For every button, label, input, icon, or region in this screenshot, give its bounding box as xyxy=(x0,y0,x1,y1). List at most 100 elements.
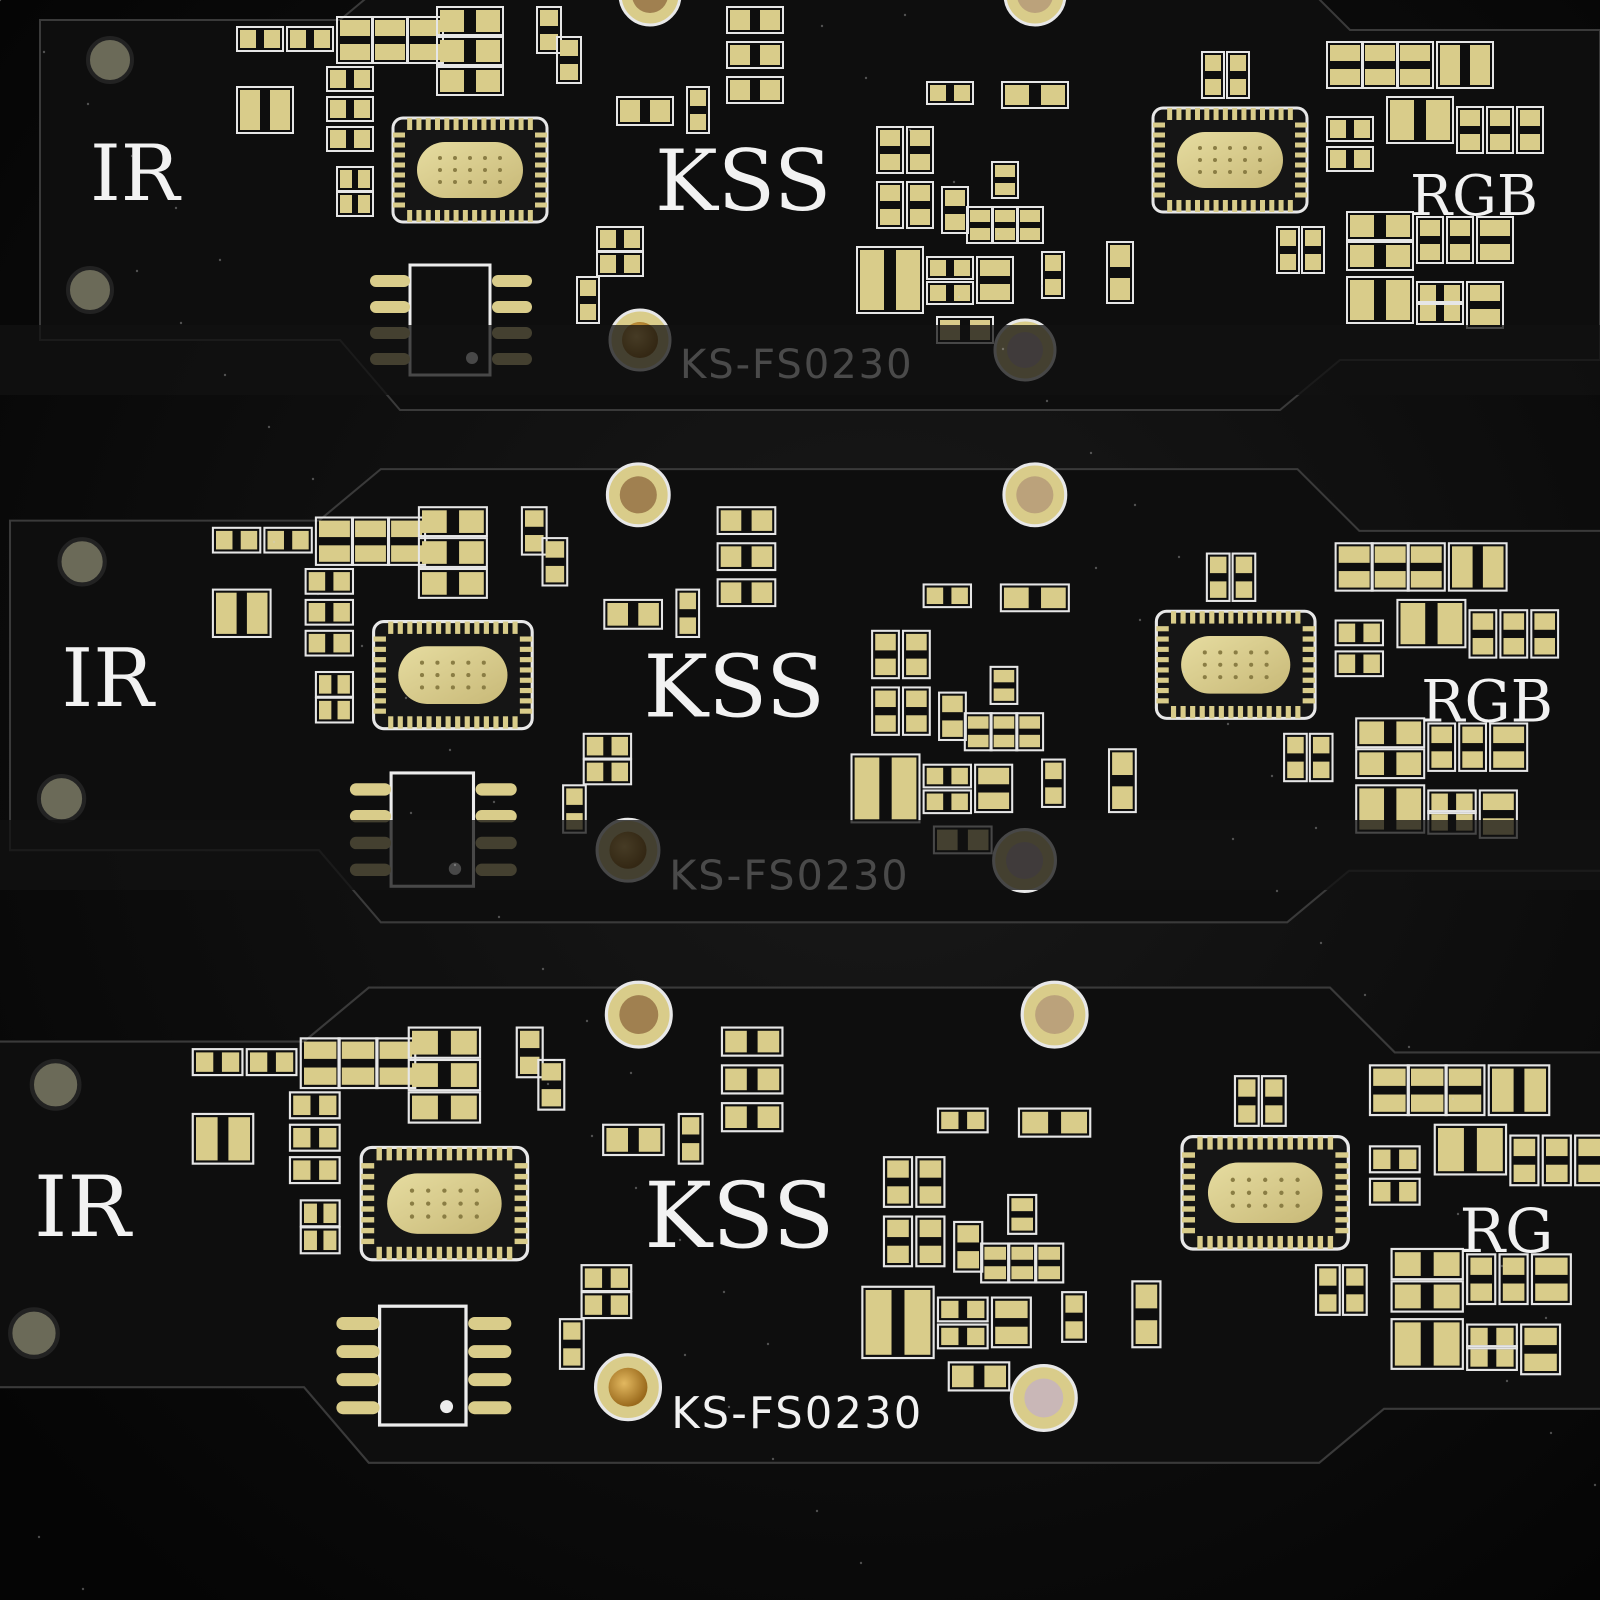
smd-passive xyxy=(989,665,1019,705)
thermal-via xyxy=(498,180,502,184)
component-silk xyxy=(1396,41,1434,89)
component-pad xyxy=(1534,613,1555,630)
smd-passive xyxy=(580,1264,633,1293)
component-pad xyxy=(980,284,1010,300)
component-pad xyxy=(682,1117,700,1135)
smd-passive xyxy=(616,96,674,126)
component-pad xyxy=(624,230,640,248)
dust-speck xyxy=(1544,1316,1548,1320)
component-pad xyxy=(1438,1128,1464,1172)
chip-pin xyxy=(1335,1173,1349,1180)
component-pad xyxy=(1350,215,1374,237)
component-pad xyxy=(308,633,326,653)
component-silk xyxy=(915,1156,946,1208)
thermal-via xyxy=(426,1201,431,1206)
qfn-chip-right xyxy=(1154,609,1317,720)
chip-pin xyxy=(361,1238,375,1245)
component-pad xyxy=(1374,571,1406,588)
dust-speck xyxy=(37,1535,41,1539)
component-pad xyxy=(1110,278,1130,300)
component-pad xyxy=(606,1128,628,1152)
component-pad xyxy=(391,545,422,562)
chip-pin xyxy=(1232,200,1238,212)
smd-passive xyxy=(1346,211,1414,241)
chip-pin xyxy=(1167,108,1173,120)
component-pad xyxy=(1338,571,1370,588)
component-silk xyxy=(1416,281,1464,305)
chip-pin xyxy=(396,1246,402,1260)
dust-speck xyxy=(1094,566,1098,570)
component-pad xyxy=(1330,120,1346,138)
component-pad xyxy=(1462,751,1483,768)
soic-pad xyxy=(475,783,517,796)
component-pad xyxy=(1386,280,1410,320)
smd-passive xyxy=(1007,1193,1038,1235)
component-silk xyxy=(1446,216,1474,264)
component-pad xyxy=(1338,654,1356,674)
smd-passive xyxy=(436,6,504,36)
component-pad xyxy=(993,688,1015,701)
component-pad xyxy=(293,1095,311,1116)
dust-speck xyxy=(135,269,139,273)
thermal-via xyxy=(1230,1177,1235,1182)
smd-passive xyxy=(901,686,931,736)
chip-pin xyxy=(1218,611,1224,624)
component-silk xyxy=(245,1048,298,1077)
component-pad xyxy=(1535,1283,1568,1301)
dust-speck xyxy=(492,800,496,804)
chip-pin xyxy=(1207,1136,1213,1150)
chip-pin xyxy=(416,1246,423,1260)
component-pad xyxy=(880,154,900,170)
chip-pin xyxy=(1335,1195,1349,1201)
smd-passive xyxy=(326,96,374,122)
thermal-via xyxy=(1233,662,1238,667)
component-pad xyxy=(730,80,750,100)
chip-pin xyxy=(535,132,547,138)
component-pad xyxy=(1350,280,1374,320)
dust-speck xyxy=(1451,1097,1455,1101)
component-pad xyxy=(1460,110,1480,126)
dust-speck xyxy=(859,1561,863,1565)
component-pad xyxy=(725,1106,747,1128)
component-silk xyxy=(1276,226,1300,274)
chip-pin xyxy=(535,192,547,198)
chip-pin xyxy=(436,1246,443,1260)
soic-pad xyxy=(475,810,517,823)
component-pad xyxy=(1502,1257,1525,1275)
smd-passive xyxy=(876,126,904,174)
dust-speck xyxy=(86,102,90,106)
thermal-via xyxy=(483,168,487,172)
smd-passive xyxy=(726,41,784,69)
chip-pin xyxy=(1335,1217,1349,1223)
chip-pin xyxy=(1182,1227,1195,1234)
component-pad xyxy=(730,45,750,65)
component-pad xyxy=(196,1117,218,1161)
smd-passive xyxy=(1341,1264,1368,1316)
mounting-hole xyxy=(86,36,134,84)
thermal-via xyxy=(458,1188,463,1193)
component-pad xyxy=(1482,546,1504,588)
chip-pin xyxy=(393,152,405,158)
component-pad xyxy=(304,1041,337,1059)
component-silk xyxy=(536,6,562,54)
component-silk xyxy=(407,1058,482,1092)
component-silk xyxy=(906,181,934,229)
component-silk xyxy=(882,1215,914,1268)
smd-passive xyxy=(953,1220,984,1273)
smd-passive xyxy=(720,1102,784,1133)
component-silk xyxy=(720,1102,784,1133)
hole-drill xyxy=(1016,476,1054,514)
component-pad xyxy=(679,617,696,634)
thermal-via xyxy=(1198,170,1202,174)
dust-speck xyxy=(360,644,364,648)
component-pad xyxy=(1003,587,1029,609)
dust-speck xyxy=(722,1290,726,1294)
component-pad xyxy=(1230,79,1246,95)
component-pad xyxy=(1209,556,1227,574)
smd-passive xyxy=(1416,216,1444,264)
chip-pin xyxy=(1218,706,1224,719)
component-silk xyxy=(211,526,262,554)
qfn-chip-left xyxy=(391,116,549,224)
